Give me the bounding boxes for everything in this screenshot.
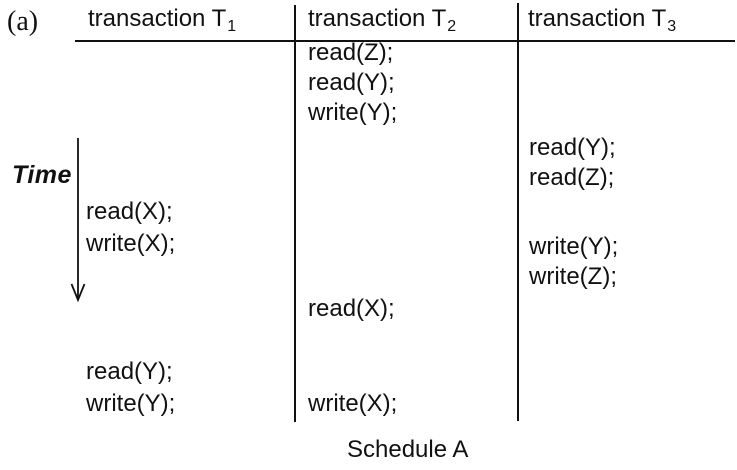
column-separator-t2-t3 xyxy=(517,3,519,421)
operation-t2-readx: read(X); xyxy=(308,295,395,322)
operation-t3-writey: write(Y); xyxy=(529,233,619,260)
column-header-t1: transaction T1 xyxy=(88,5,236,35)
time-down-arrow-icon xyxy=(70,138,86,303)
operation-t2-ready: read(Y); xyxy=(308,69,395,96)
column-header-t3-text: transaction T xyxy=(528,5,667,32)
column-header-t3-subscript: 3 xyxy=(667,18,677,35)
column-separator-t1-t2 xyxy=(294,5,296,422)
operation-t3-ready: read(Y); xyxy=(529,134,616,161)
operation-t3-readz: read(Z); xyxy=(529,164,615,191)
header-underline xyxy=(75,40,735,42)
operation-t1-readx: read(X); xyxy=(86,198,173,225)
operations-column-t2: read(Z); read(Y); write(Y); read(X); write(X… xyxy=(308,0,508,470)
operation-t2-writey: write(Y); xyxy=(308,99,398,126)
schedule-caption: Schedule A xyxy=(347,436,469,463)
operation-t1-writex: write(X); xyxy=(86,230,176,257)
operation-t1-writey: write(Y); xyxy=(86,390,176,417)
time-axis-label: Time xyxy=(12,161,72,189)
column-header-t2-text: transaction T xyxy=(308,5,447,32)
column-header-t2-subscript: 2 xyxy=(447,18,457,35)
operation-t2-writex: write(X); xyxy=(308,390,398,417)
column-header-t3: transaction T3 xyxy=(528,5,676,35)
column-header-t1-subscript: 1 xyxy=(227,18,237,35)
column-header-t2: transaction T2 xyxy=(308,5,456,35)
operation-t1-ready: read(Y); xyxy=(86,358,173,385)
operations-column-t3: read(Y); read(Z); write(Y); write(Z); xyxy=(529,0,729,470)
operations-column-t1: read(X); write(X); read(Y); write(Y); xyxy=(86,0,286,470)
operation-t3-writez: write(Z); xyxy=(529,263,617,290)
panel-label: (a) xyxy=(7,6,39,37)
operation-t2-readz: read(Z); xyxy=(308,39,394,66)
column-header-t1-text: transaction T xyxy=(88,5,227,32)
